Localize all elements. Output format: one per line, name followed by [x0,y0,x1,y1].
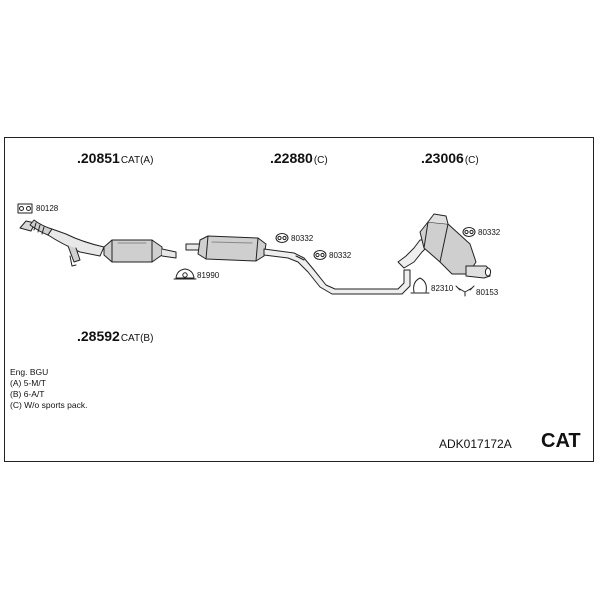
clamp-icon [410,277,430,294]
part-number-suffix: (C) [464,155,479,166]
rear-muffler-icon [397,213,492,279]
part-number-value: .23006 [421,150,464,166]
hanger-b-label: 80332 [329,251,352,260]
gasket-label: 80128 [36,204,59,213]
gasket-icon [17,203,33,214]
bracket-icon [455,285,475,297]
rubber-mount-icon [173,268,197,280]
hanger-c-label: 80332 [478,228,501,237]
part-number-22880: .22880(C) [270,150,328,168]
category-label: CAT [541,430,581,452]
part-number-23006: .23006(C) [421,150,479,168]
hanger-a-label: 80332 [291,234,314,243]
hanger-b-icon [313,250,327,260]
part-number-suffix: CAT(B) [120,333,154,344]
part-number-20851: .20851CAT(A) [77,150,153,168]
part-number-value: .22880 [270,150,313,166]
bracket-label: 80153 [476,288,499,297]
hanger-c-icon [462,227,476,237]
middle-muffler-icon [185,235,411,295]
hanger-a-icon [275,233,289,243]
part-number-suffix: (C) [313,155,328,166]
notes-block: Eng. BGU (A) 5-M/T (B) 6-A/T (C) W/o spo… [10,367,87,411]
clamp-label: 82310 [431,284,454,293]
part-number-value: .28592 [77,328,120,344]
note-line: Eng. BGU [10,367,49,377]
note-line: (A) 5-M/T [10,378,46,388]
diagram-frame [4,137,594,462]
note-line: (B) 6-A/T [10,389,45,399]
kit-code: ADK017172A [439,437,512,451]
part-number-value: .20851 [77,150,120,166]
note-line: (C) W/o sports pack. [10,400,88,410]
front-pipe-catalyst-icon [19,219,177,267]
part-number-28592: .28592CAT(B) [77,328,153,346]
rubber-mount-label: 81990 [197,271,220,280]
part-number-suffix: CAT(A) [120,155,154,166]
